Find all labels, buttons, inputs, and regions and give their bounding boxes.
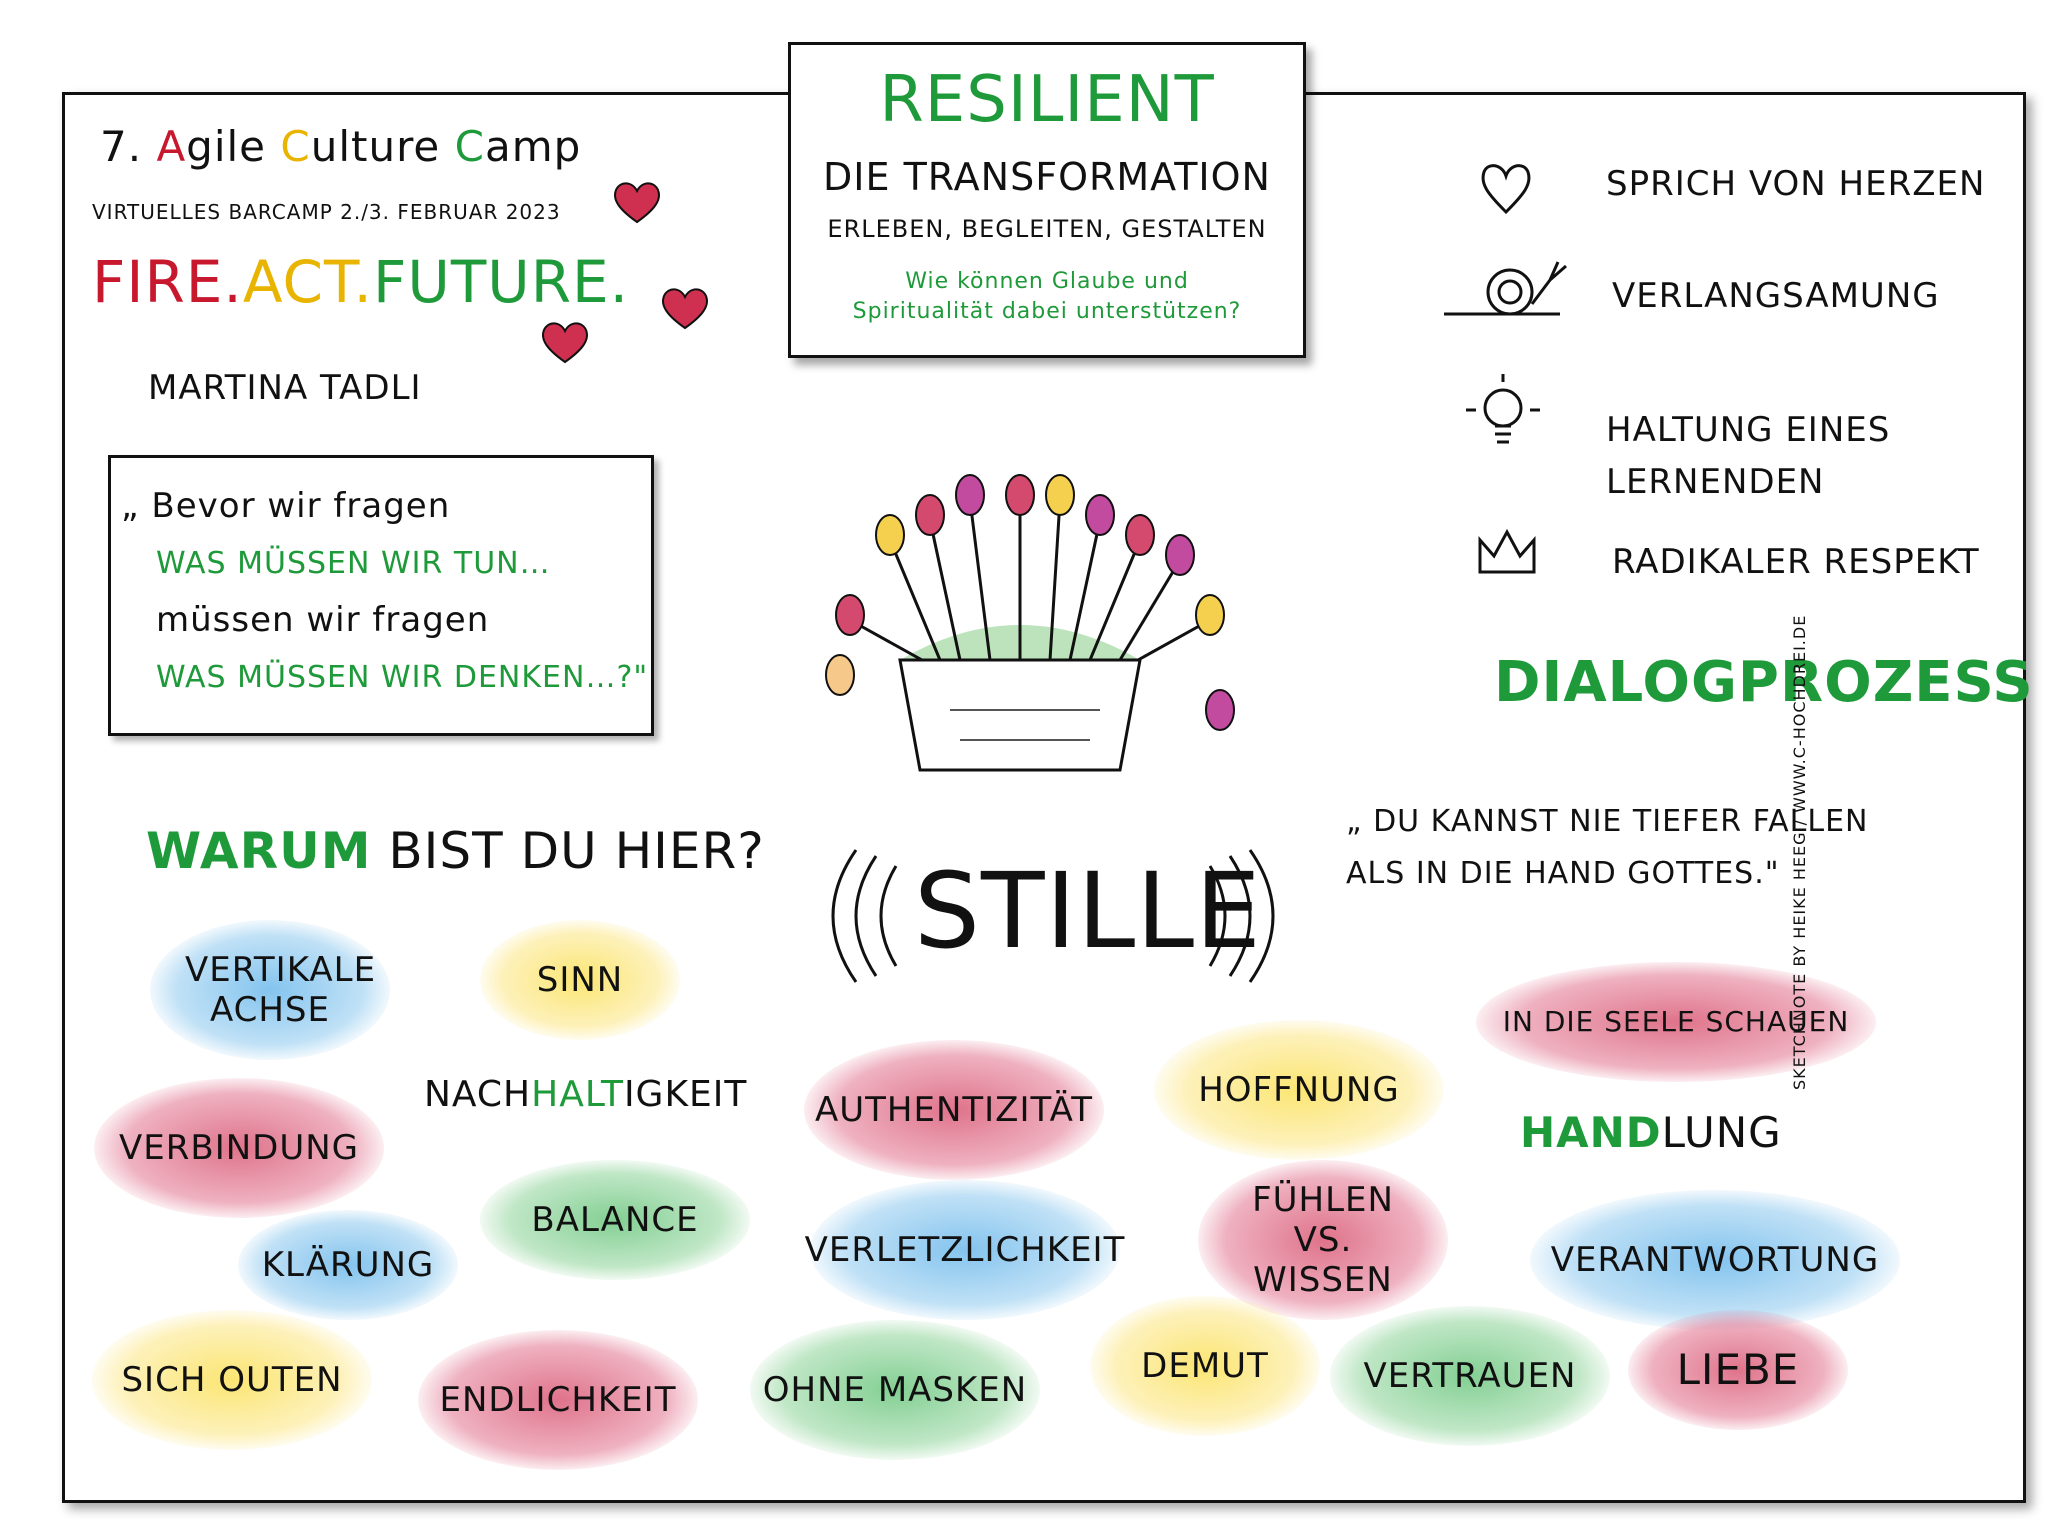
headline: Resilient — [879, 63, 1215, 137]
keyword-verbindung: Verbindung — [94, 1078, 384, 1218]
quote-box: „ Bevor wir fragen Was müssen wir tun… m… — [108, 455, 654, 736]
lightbulb-icon — [1466, 374, 1540, 444]
subtitle-verbs: Erleben, begleiten, gestalten — [827, 215, 1267, 243]
keyword-hoffnung: Hoffnung — [1154, 1020, 1444, 1160]
principle-label: Sprich von Herzen — [1606, 164, 1986, 204]
heart-icon — [662, 288, 708, 330]
tulip-planter-illustration — [825, 474, 1235, 772]
keyword-balance: Balance — [480, 1160, 750, 1280]
principle-label: Radikaler Respekt — [1612, 542, 1980, 582]
keyword-sinn: Sinn — [480, 920, 680, 1040]
keyword-verantwortung: Verantwortung — [1530, 1190, 1900, 1330]
subtitle-transformation: Die Transformation — [823, 155, 1271, 199]
why-question: Warum bist du hier? — [146, 822, 765, 880]
heart-outline-icon — [1481, 164, 1531, 215]
guiding-question: Wie können Glaube und Spiritualität dabe… — [852, 269, 1242, 324]
speaker-name: Martina Tadli — [148, 368, 422, 408]
sound-waves-right-icon — [1208, 849, 1275, 983]
keyword-nachhaltigkeit: Nachhaltigkeit — [424, 1074, 748, 1115]
center-word-stille: Stille — [914, 850, 1262, 972]
keyword-handlung: Handlung — [1520, 1108, 1782, 1157]
god-quote: „ Du kannst nie tiefer fallen als in die… — [1346, 804, 1869, 891]
principle-label: Haltung eines Lernenden — [1606, 410, 1891, 502]
keyword-ohne-masken: Ohne Masken — [750, 1320, 1040, 1460]
keyword-vertrauen: Vertrauen — [1330, 1306, 1610, 1446]
keyword-endlichkeit: Endlichkeit — [418, 1330, 698, 1470]
keyword-demut: Demut — [1090, 1296, 1320, 1436]
event-motto: FIRE.ACT.FUTURE. — [92, 248, 630, 316]
keyword-verletzlichkeit: Verletzlichkeit — [805, 1180, 1124, 1320]
heart-icon — [614, 182, 660, 224]
dialogprozess: Dialogprozess — [1494, 650, 2034, 715]
event-subtitle: Virtuelles BarCamp 2./3. Februar 2023 — [92, 200, 561, 224]
keyword-klaerung: Klärung — [238, 1210, 458, 1320]
keyword-in-die-seele-schauen: In die Seele schauen — [1476, 962, 1876, 1082]
keyword-sich-outen: Sich outen — [92, 1310, 372, 1450]
sound-waves-left-icon — [831, 849, 898, 983]
keyword-liebe: Liebe — [1628, 1310, 1848, 1430]
keyword-vertikale-achse: Vertikale Achse — [150, 920, 390, 1060]
keyword-authentizitaet: Authentizität — [804, 1040, 1104, 1180]
principle-label: Verlangsamung — [1612, 276, 1940, 316]
credit: Sketchnote by Heike Heeg / www.c-hochdre… — [1790, 614, 1809, 1090]
title-card: Resilient Die Transformation Erleben, be… — [788, 42, 1306, 358]
snail-icon — [1444, 261, 1567, 316]
keyword-fuehlen-vs-wissen: Fühlen vs. Wissen — [1198, 1160, 1448, 1320]
event-number: 7. — [100, 122, 143, 171]
heart-icon — [542, 322, 588, 364]
event-title: 7. Agile Culture Camp — [100, 122, 582, 171]
crown-icon — [1478, 528, 1536, 574]
